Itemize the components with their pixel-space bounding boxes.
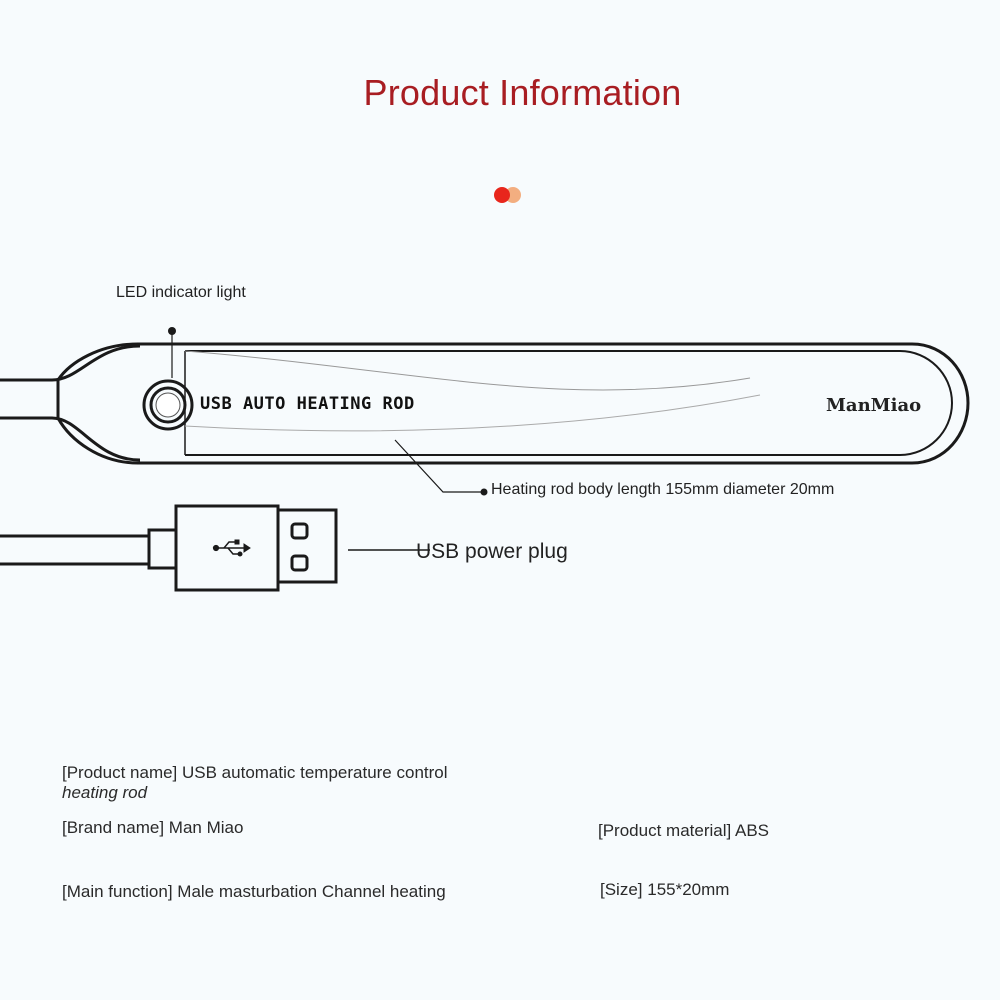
brand-print-text: ManMiao xyxy=(826,395,921,416)
rod-cable xyxy=(0,344,141,462)
spec-main-function: [Main function] Male masturbation Channe… xyxy=(62,882,446,901)
spec-product-material: [Product material] ABS xyxy=(598,821,770,840)
usb-plug xyxy=(0,504,338,592)
led-callout-line xyxy=(168,327,176,378)
page-title: Product Information xyxy=(363,72,682,113)
usb-symbol-icon xyxy=(212,539,251,557)
rod-print-text: USB AUTO HEATING ROD xyxy=(200,394,415,414)
led-indicator xyxy=(142,379,194,431)
spec-product-name-line2: heating rod xyxy=(62,783,148,802)
led-callout-label: LED indicator light xyxy=(116,284,246,301)
decorative-dot-red xyxy=(494,187,510,203)
spec-product-name: [Product name] USB automatic temperature… xyxy=(62,763,522,803)
spec-brand-name: [Brand name] Man Miao xyxy=(62,818,244,837)
heating-rod xyxy=(56,342,970,465)
spec-product-name-line1: [Product name] USB automatic temperature… xyxy=(62,763,448,782)
body-callout-label: Heating rod body length 155mm diameter 2… xyxy=(491,481,835,498)
plug-callout-label: USB power plug xyxy=(416,540,568,563)
spec-size: [Size] 155*20mm xyxy=(600,880,730,899)
body-callout-line xyxy=(394,439,488,496)
